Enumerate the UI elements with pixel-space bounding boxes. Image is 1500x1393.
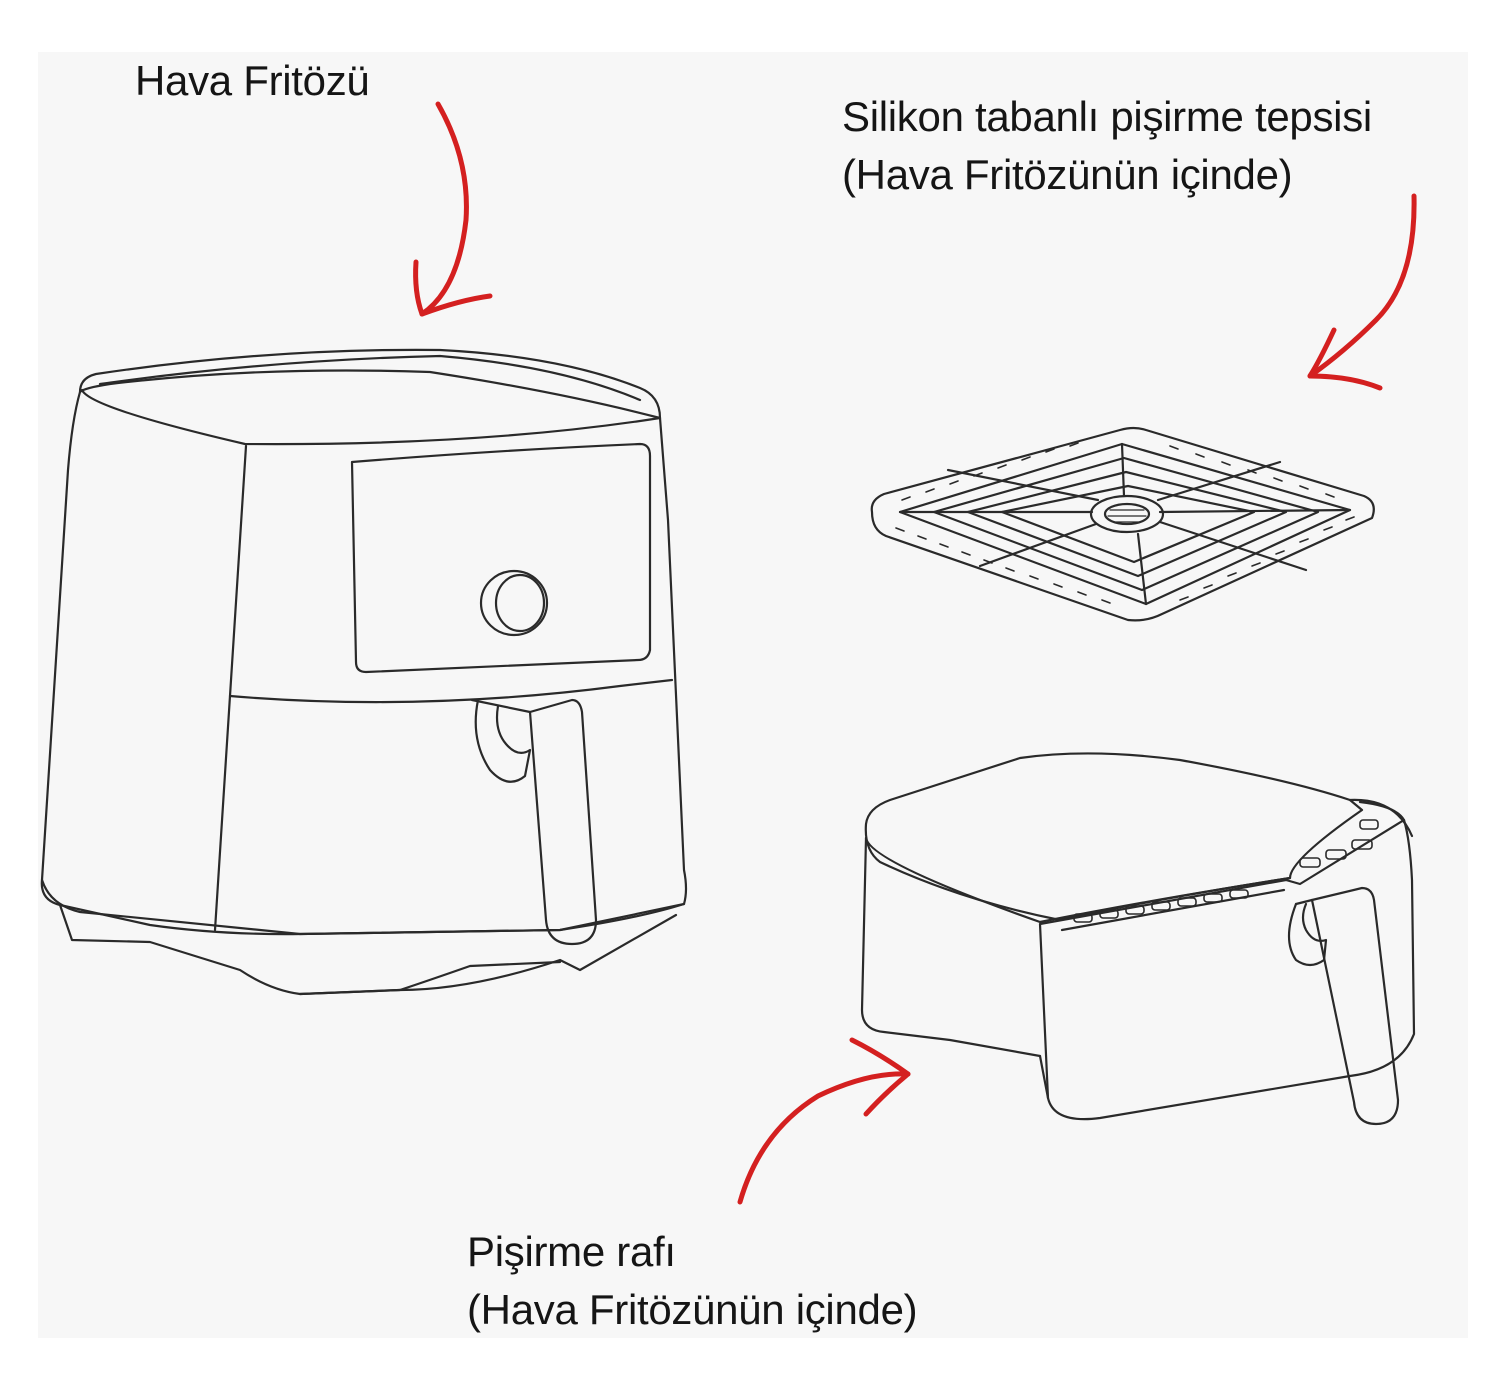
silicone-tray-illustration xyxy=(870,426,1375,622)
air-fryer-handle xyxy=(474,698,532,783)
silicone-tray-label-line2: (Hava Fritözünün içinde) xyxy=(842,151,1293,198)
air-fryer-base xyxy=(40,878,686,936)
cooking-rack-label-line1: Pişirme rafı xyxy=(467,1228,676,1275)
basket-handle xyxy=(1287,902,1328,967)
air-fryer-label: Hava Fritözü xyxy=(135,52,370,110)
cooking-rack-label: Pişirme rafı (Hava Fritözünün içinde) xyxy=(467,1223,918,1339)
tray-center-vent xyxy=(1089,494,1165,534)
arrow-to-air-fryer xyxy=(413,101,493,317)
basket-front-panel xyxy=(1038,818,1416,1121)
tray-outline xyxy=(870,426,1375,622)
knob-icon xyxy=(479,569,549,637)
diagram-background xyxy=(38,52,1468,1338)
cooking-rack-illustration xyxy=(860,752,1416,1126)
air-fryer-lid xyxy=(78,348,662,420)
arrow-to-silicone-tray xyxy=(1307,193,1417,391)
silicone-tray-label-line1: Silikon tabanlı pişirme tepsisi xyxy=(842,93,1372,140)
cooking-rack-label-line2: (Hava Fritözünün içinde) xyxy=(467,1286,918,1333)
silicone-tray-label: Silikon tabanlı pişirme tepsisi (Hava Fr… xyxy=(842,88,1372,204)
air-fryer-illustration xyxy=(40,348,688,996)
arrow-to-cooking-rack xyxy=(737,1037,911,1205)
basket-rim xyxy=(864,752,1364,922)
air-fryer-label-text: Hava Fritözü xyxy=(135,57,370,104)
control-panel xyxy=(350,442,652,674)
